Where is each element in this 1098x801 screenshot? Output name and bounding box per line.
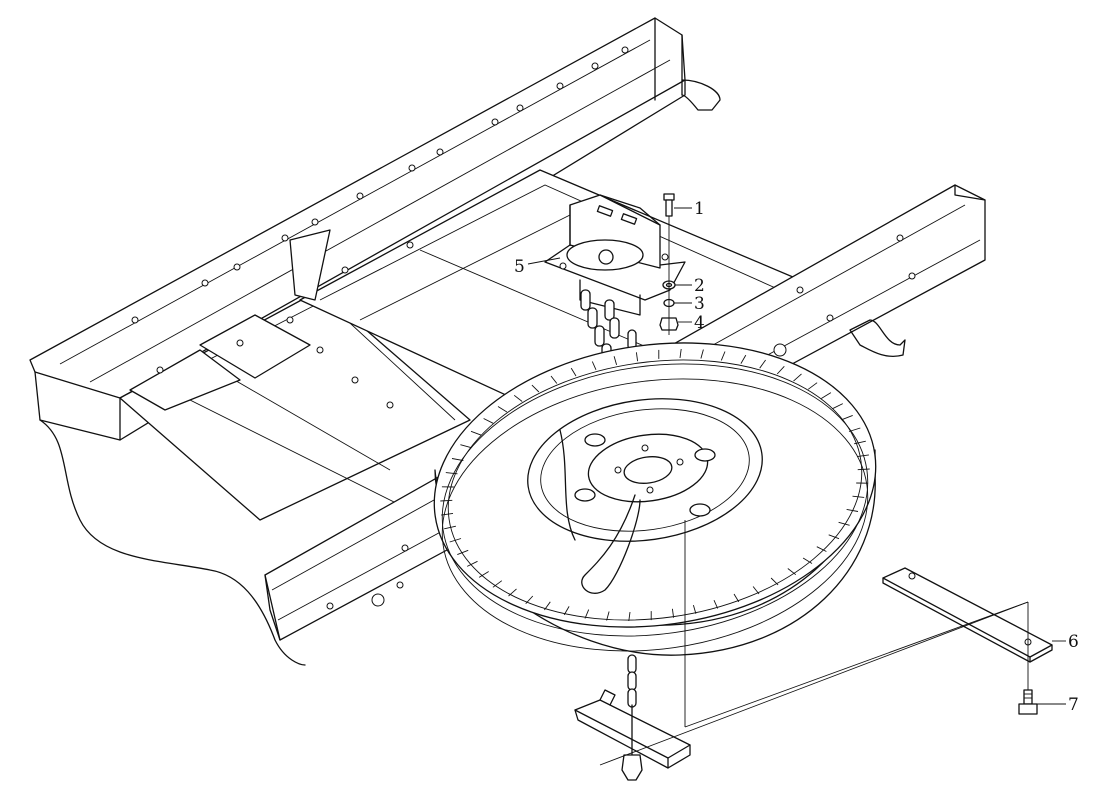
tread-block <box>787 568 797 576</box>
tread-block <box>613 356 618 366</box>
tread-block <box>838 521 850 526</box>
tread-block <box>852 495 865 498</box>
tread-block <box>828 534 840 540</box>
tread-block <box>606 611 610 621</box>
tread-block <box>832 403 843 410</box>
tread-block <box>700 349 704 359</box>
tread-block <box>531 384 540 393</box>
callout-5: 5 <box>514 257 525 277</box>
tread-block <box>492 580 503 588</box>
winch-bracket <box>544 194 686 316</box>
tread-block <box>841 414 853 421</box>
tread-block <box>584 609 590 619</box>
tread-block <box>497 406 508 413</box>
tread-block <box>483 418 494 424</box>
lower-carrier-bar <box>574 689 691 781</box>
tread-block <box>740 354 747 364</box>
tread-block <box>733 593 740 603</box>
tread-block <box>470 430 482 436</box>
tread-block <box>451 458 464 462</box>
tread-block <box>513 394 523 402</box>
tread-block <box>525 595 534 605</box>
tread-block <box>793 373 802 382</box>
tread-block <box>508 588 517 597</box>
bolt-1 <box>663 193 675 217</box>
tread-block <box>457 549 469 556</box>
tread-block <box>770 577 779 586</box>
callout-2: 2 <box>694 276 705 296</box>
tread-block <box>440 499 453 502</box>
tread-block <box>692 604 697 614</box>
tread-block <box>635 352 639 362</box>
spare-tire <box>433 342 877 656</box>
tread-block <box>759 359 766 369</box>
tread-block <box>591 361 597 370</box>
tread-block <box>570 367 577 377</box>
tread-block <box>807 382 818 390</box>
tread-block <box>544 601 551 611</box>
tread-block <box>671 608 675 618</box>
tread-block <box>445 472 458 475</box>
tread-block <box>846 508 859 512</box>
callout-1: 1 <box>694 199 705 219</box>
tread-block <box>848 427 861 432</box>
callout-labels: 1 2 3 4 5 6 7 <box>514 199 1079 715</box>
tread-block <box>628 611 631 622</box>
bolt-7 <box>1018 689 1038 715</box>
tread-block <box>821 392 832 399</box>
cross-members <box>119 169 801 521</box>
leader-lines <box>527 207 1066 766</box>
tread-block <box>460 444 472 449</box>
tread-block <box>563 606 570 616</box>
tread-block <box>713 600 719 609</box>
tread-block <box>776 365 785 375</box>
tread-block <box>679 348 682 359</box>
tread-block <box>467 560 478 567</box>
tread-block <box>857 468 870 471</box>
left-frame-rail <box>29 17 721 666</box>
tread-block <box>441 512 454 516</box>
callout-4: 4 <box>694 313 705 333</box>
tread-block <box>856 454 869 458</box>
tread-block <box>854 440 866 445</box>
tread-block <box>752 586 760 595</box>
tread-block <box>444 525 456 530</box>
callout-7: 7 <box>1068 695 1079 715</box>
callout-3: 3 <box>694 294 705 314</box>
tread-block <box>816 546 827 552</box>
tread-block <box>550 375 558 384</box>
callout-6: 6 <box>1068 632 1079 652</box>
tread-block <box>478 571 489 578</box>
tread-block <box>802 557 813 564</box>
tread-block <box>449 538 462 543</box>
tread-block <box>720 351 726 361</box>
